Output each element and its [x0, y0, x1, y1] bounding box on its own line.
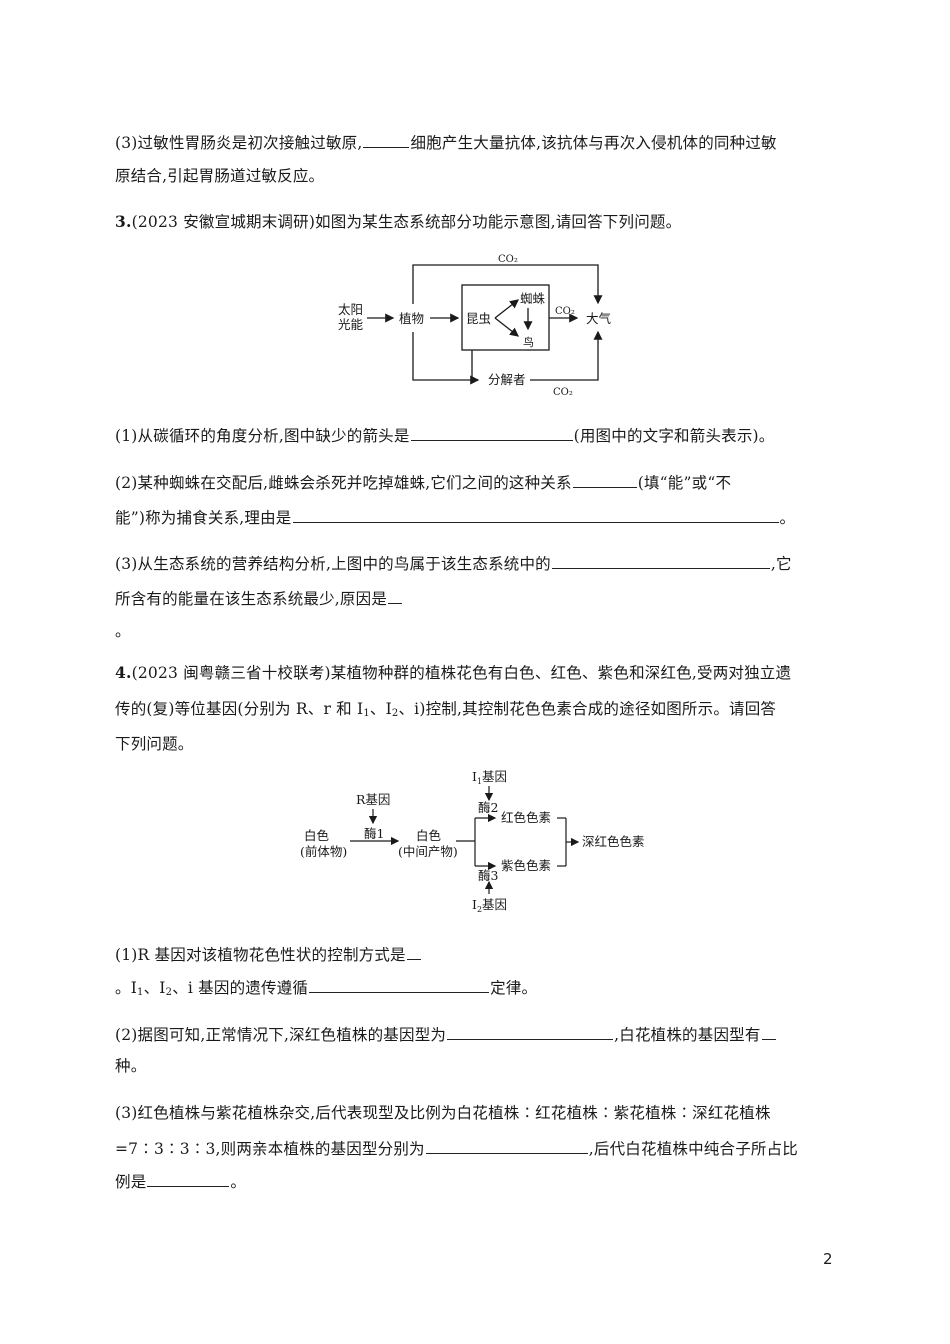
purple-pigment-label: 紫色色素	[501, 858, 551, 873]
sun-label-2: 光能	[338, 317, 364, 332]
r-gene-label: R基因	[356, 792, 390, 807]
answer-blank[interactable]	[292, 506, 779, 523]
q4-stem-line3: 下列问题。	[115, 735, 194, 753]
white-precursor-label-2: (前体物)	[300, 844, 347, 859]
q4-part1-line2: 。I1、I2、i 基因的遗传遵循定律。	[115, 976, 537, 1003]
ecosystem-diagram: 太阳 光能 植物 昆虫 蜘蛛 鸟 大气 分解者 CO₂ CO₂ CO₂	[338, 254, 612, 398]
q4-part1-line1: (1)R 基因对该植物花色性状的控制方式是	[115, 943, 422, 965]
white-precursor-label-1: 白色	[304, 828, 330, 843]
text: 、i)控制,其控制花色色素合成的途径如图所示。请回答	[398, 700, 777, 718]
q4-stem-line1: 4.(2023 闽粤赣三省十校联考)某植物种群的植株花色有白色、红色、紫色和深红…	[115, 663, 791, 683]
insect-label: 昆虫	[466, 311, 491, 326]
sun-label-1: 太阳	[338, 302, 363, 317]
answer-blank[interactable]	[761, 1023, 776, 1040]
text: 细胞产生大量抗体,该抗体与再次入侵机体的同种过敏	[410, 134, 777, 152]
q2-part3-line1: (3)过敏性胃肠炎是初次接触过敏原, 细胞产生大量抗体,该抗体与再次入侵机体的同种…	[115, 131, 777, 153]
white-intermediate-label-2: (中间产物)	[398, 844, 458, 859]
enzyme3-label: 酶3	[478, 868, 499, 883]
answer-blank[interactable]	[425, 1137, 588, 1154]
text: (1)R 基因对该植物花色性状的控制方式是	[115, 946, 406, 964]
text: =7∶3∶3∶3,则两亲本植株的基因型分别为	[115, 1140, 425, 1158]
q4-part2-line2: 种。	[115, 1057, 147, 1075]
q3-part3-line1: (3)从生态系统的营养结构分析,上图中的鸟属于该生态系统中的 ,它	[115, 552, 792, 574]
q4-stem-line2: 传的(复)等位基因(分别为 R、r 和 I1、I2、i)控制,其控制花色色素合成…	[115, 700, 777, 719]
answer-blank[interactable]	[406, 943, 421, 960]
text: (3)从生态系统的营养结构分析,上图中的鸟属于该生态系统中的	[115, 555, 551, 573]
text: 、I	[143, 979, 166, 997]
white-intermediate-label-1: 白色	[416, 828, 442, 843]
q4-part3-line1: (3)红色植株与紫花植株杂交,后代表现型及比例为白花植株∶红花植株∶紫花植株∶深…	[115, 1104, 771, 1122]
answer-blank[interactable]	[551, 552, 770, 569]
q3-part3-line2: 所含有的能量在该生态系统最少,原因是	[115, 587, 403, 609]
page-number: 2	[823, 1250, 833, 1268]
text: 、i 基因的遗传遵循	[172, 979, 309, 997]
plant-label: 植物	[399, 311, 424, 326]
q3-stem: 3.(2023 安徽宣城期末调研)如图为某生态系统部分功能示意图,请回答下列问题…	[115, 212, 681, 232]
co2-label-bottom: CO₂	[553, 387, 573, 398]
answer-blank[interactable]	[363, 131, 410, 148]
text: 例是	[115, 1173, 147, 1191]
text: (3)过敏性胃肠炎是初次接触过敏原,	[115, 134, 363, 152]
q3-part2-line2: 能”)称为捕食关系,理由是 。	[115, 506, 795, 528]
question-stem: (2023 安徽宣城期末调研)如图为某生态系统部分功能示意图,请回答下列问题。	[131, 213, 682, 231]
answer-blank[interactable]	[410, 424, 573, 441]
enzyme2-label: 酶2	[478, 800, 498, 815]
text: (2023 闽粤赣三省十校联考)某植物种群的植株花色有白色、红色、紫色和深红色,…	[131, 664, 792, 682]
text: 。	[779, 509, 796, 527]
answer-blank[interactable]	[147, 1170, 230, 1187]
text: 所含有的能量在该生态系统最少,原因是	[115, 590, 388, 608]
q3-part3-line3: 。	[115, 622, 131, 640]
pigment-pathway-diagram: 白色 (前体物) R基因 酶1 白色 (中间产物) I1基因 酶2 红色色素 紫…	[300, 769, 645, 914]
text: (用图中的文字和箭头表示)。	[573, 427, 775, 445]
q4-part2-line1: (2)据图可知,正常情况下,深红色植株的基因型为 ,白花植株的基因型有	[115, 1023, 777, 1045]
deep-red-pigment-label: 深红色色素	[582, 834, 645, 849]
text: (1)从碳循环的角度分析,图中缺少的箭头是	[115, 427, 410, 445]
text: (2)某种蜘蛛在交配后,雌蛛会杀死并吃掉雄蛛,它们之间的这种关系	[115, 474, 572, 492]
question-number: 3.	[115, 212, 132, 231]
q2-part3-line2: 原结合,引起胃肠道过敏反应。	[115, 167, 325, 185]
answer-blank[interactable]	[309, 976, 490, 993]
i2-gene-label: I2基因	[472, 897, 507, 914]
text: 。I	[115, 979, 138, 997]
text: (填“能”或“不	[637, 474, 732, 492]
text: 能”)称为捕食关系,理由是	[115, 509, 292, 527]
text: 传的(复)等位基因(分别为 R、r 和 I	[115, 700, 364, 718]
answer-blank[interactable]	[447, 1023, 614, 1040]
bird-label: 鸟	[523, 335, 534, 349]
spider-label: 蜘蛛	[520, 291, 546, 306]
text: 定律。	[490, 979, 538, 997]
enzyme1-label: 酶1	[364, 826, 384, 841]
text: 、I	[369, 700, 392, 718]
red-pigment-label: 红色色素	[501, 810, 551, 825]
text: (2)据图可知,正常情况下,深红色植株的基因型为	[115, 1026, 447, 1044]
text: ,白花植株的基因型有	[614, 1026, 761, 1044]
co2-label-mid: CO₂	[555, 306, 575, 317]
atmosphere-label: 大气	[586, 311, 612, 326]
text: ,后代白花植株中纯合子所占比	[588, 1140, 798, 1158]
i1-gene-label: I1基因	[472, 769, 507, 786]
q3-part1: (1)从碳循环的角度分析,图中缺少的箭头是 (用图中的文字和箭头表示)。	[115, 424, 775, 446]
text: ,它	[770, 555, 792, 573]
co2-label-top: CO₂	[498, 254, 518, 265]
answer-blank[interactable]	[572, 471, 637, 488]
question-number: 4.	[115, 663, 132, 682]
text: 。	[230, 1173, 247, 1191]
answer-blank[interactable]	[388, 587, 403, 604]
decomposer-label: 分解者	[488, 372, 526, 387]
q3-part2-line1: (2)某种蜘蛛在交配后,雌蛛会杀死并吃掉雄蛛,它们之间的这种关系 (填“能”或“不	[115, 471, 731, 493]
q4-part3-line2: =7∶3∶3∶3,则两亲本植株的基因型分别为 ,后代白花植株中纯合子所占比	[115, 1137, 798, 1159]
q4-part3-line3: 例是 。	[115, 1170, 246, 1192]
